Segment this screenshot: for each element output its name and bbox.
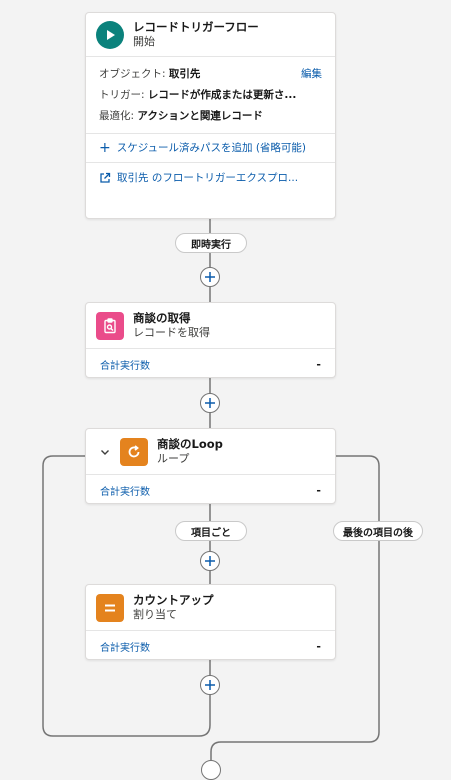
total-runs-value: -	[316, 358, 321, 371]
play-icon	[96, 20, 124, 49]
get-records-icon	[96, 311, 124, 340]
total-runs-label[interactable]: 合計実行数	[100, 643, 150, 654]
assignment-card[interactable]: カウントアップ 割り当て 合計実行数 -	[85, 584, 336, 660]
optimize-value: アクションと関連レコード	[137, 110, 263, 122]
start-element-card[interactable]: レコードトリガーフロー 開始 オブジェクト: 取引先 編集 トリガー: レコード…	[85, 12, 336, 219]
plus-icon	[205, 680, 215, 690]
edit-link[interactable]: 編集	[301, 68, 322, 80]
loop-icon	[120, 437, 148, 466]
add-element-button[interactable]	[201, 760, 221, 780]
get-records-card[interactable]: 商談の取得 レコードを取得 合計実行数 -	[85, 302, 336, 378]
start-subtitle: 開始	[133, 35, 155, 48]
loop-title: 商談のLoop	[157, 437, 223, 451]
add-element-button[interactable]	[200, 393, 220, 413]
total-runs-label[interactable]: 合計実行数	[100, 361, 150, 372]
plus-icon	[205, 272, 215, 282]
chevron-down-icon[interactable]	[96, 447, 114, 457]
trigger-label: トリガー:	[99, 89, 148, 101]
loop-subtitle: ループ	[157, 452, 190, 465]
flow-trigger-explorer-link[interactable]: 取引先 のフロートリガーエクスプロ...	[86, 163, 335, 192]
after-last-item-label: 最後の項目の後	[333, 521, 423, 541]
assignment-icon	[96, 593, 124, 622]
assignment-title: カウントアップ	[133, 593, 214, 607]
for-each-item-label: 項目ごと	[175, 521, 247, 541]
add-element-button[interactable]	[200, 551, 220, 571]
assignment-subtitle: 割り当て	[133, 608, 177, 621]
plus-icon	[205, 398, 215, 408]
get-records-title: 商談の取得	[133, 311, 191, 325]
plus-icon	[205, 556, 215, 566]
start-details: オブジェクト: 取引先 編集 トリガー: レコードが作成または更新さ... 最適…	[86, 57, 335, 133]
external-link-icon	[99, 172, 111, 184]
object-label: オブジェクト:	[99, 68, 169, 80]
total-runs-value: -	[316, 640, 321, 653]
add-scheduled-path-link[interactable]: + スケジュール済みパスを追加 (省略可能)	[99, 140, 307, 156]
add-element-button[interactable]	[200, 675, 220, 695]
loop-card[interactable]: 商談のLoop ループ 合計実行数 -	[85, 428, 336, 504]
trigger-value: レコードが作成または更新さ...	[147, 89, 297, 101]
get-records-subtitle: レコードを取得	[133, 326, 210, 339]
immediate-path-label: 即時実行	[175, 233, 247, 253]
plus-icon: +	[99, 140, 111, 156]
total-runs-value: -	[316, 484, 321, 497]
object-value: 取引先	[168, 68, 201, 80]
optimize-label: 最適化:	[99, 110, 138, 122]
total-runs-label[interactable]: 合計実行数	[100, 487, 150, 498]
add-element-button[interactable]	[200, 267, 220, 287]
start-title: レコードトリガーフロー	[133, 20, 259, 34]
